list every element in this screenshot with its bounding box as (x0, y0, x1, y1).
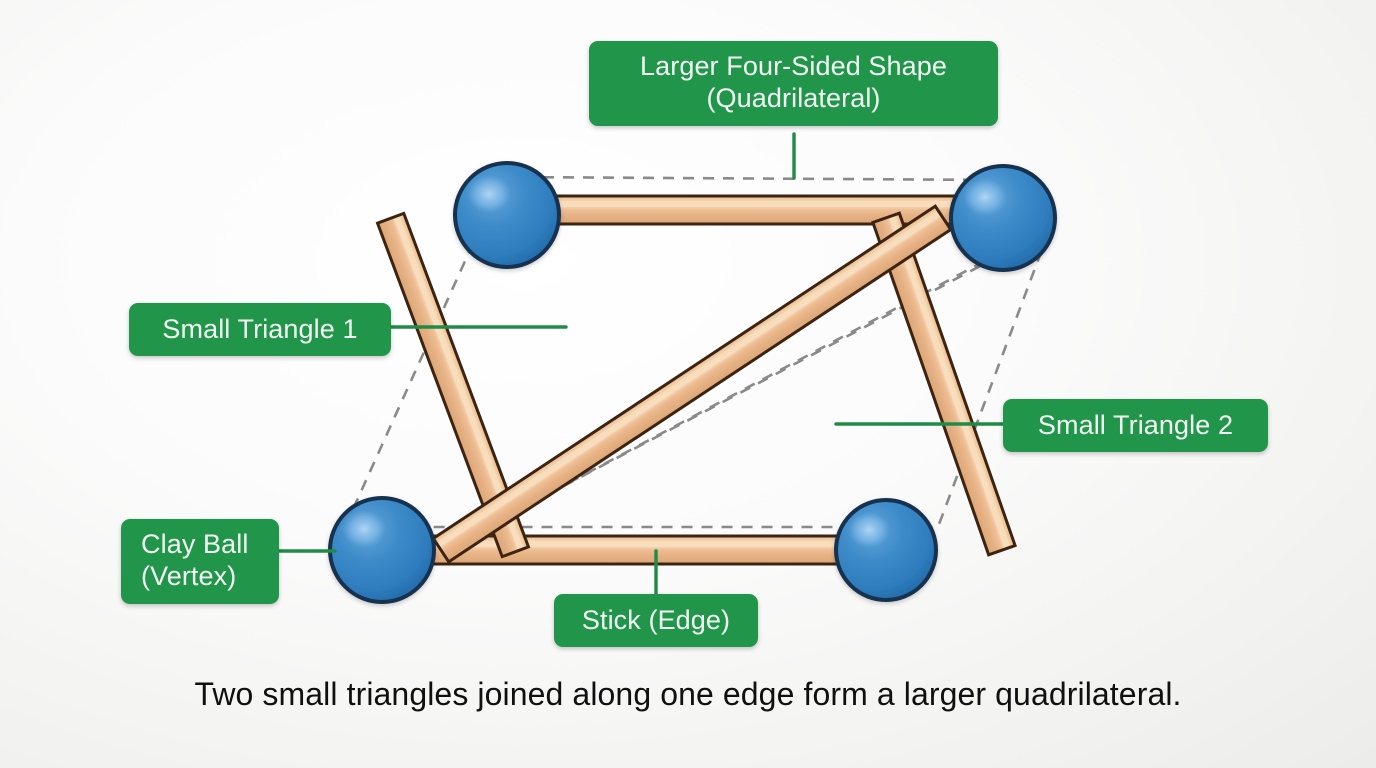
clay-ball-top-left[interactable] (453, 161, 561, 269)
clay-ball-bottom-right[interactable] (834, 498, 938, 602)
label-clay-ball-vertex[interactable]: Clay Ball (Vertex) (121, 519, 279, 604)
label-clayball-line1: Clay Ball (141, 529, 249, 559)
label-small-triangle-2[interactable]: Small Triangle 2 (1003, 399, 1268, 453)
dashed-outline-triangle-1 (343, 175, 1005, 529)
figure-caption: Two small triangles joined along one edg… (194, 676, 1182, 712)
label-quadrilateral-line1: Larger Four-Sided Shape (640, 51, 947, 81)
label-small-triangle-1[interactable]: Small Triangle 1 (129, 303, 391, 357)
clay-ball-bottom-left[interactable] (328, 496, 436, 604)
stick-diagonal-edge (431, 204, 953, 564)
label-clayball-line2: (Vertex) (141, 561, 237, 592)
label-stick-line1: Stick (Edge) (581, 605, 731, 635)
clay-ball-top-right[interactable] (949, 164, 1057, 272)
label-triangle1-line1: Small Triangle 1 (162, 314, 358, 344)
label-larger-four-sided-shape[interactable]: Larger Four-Sided Shape (Quadrilateral) (589, 41, 998, 126)
stick-right-edge (870, 211, 1018, 557)
label-stick-edge[interactable]: Stick (Edge) (554, 594, 758, 648)
label-quadrilateral-line2: (Quadrilateral) (706, 83, 881, 114)
label-triangle2-line1: Small Triangle 2 (1037, 410, 1234, 440)
stick-left-edge (375, 211, 531, 559)
